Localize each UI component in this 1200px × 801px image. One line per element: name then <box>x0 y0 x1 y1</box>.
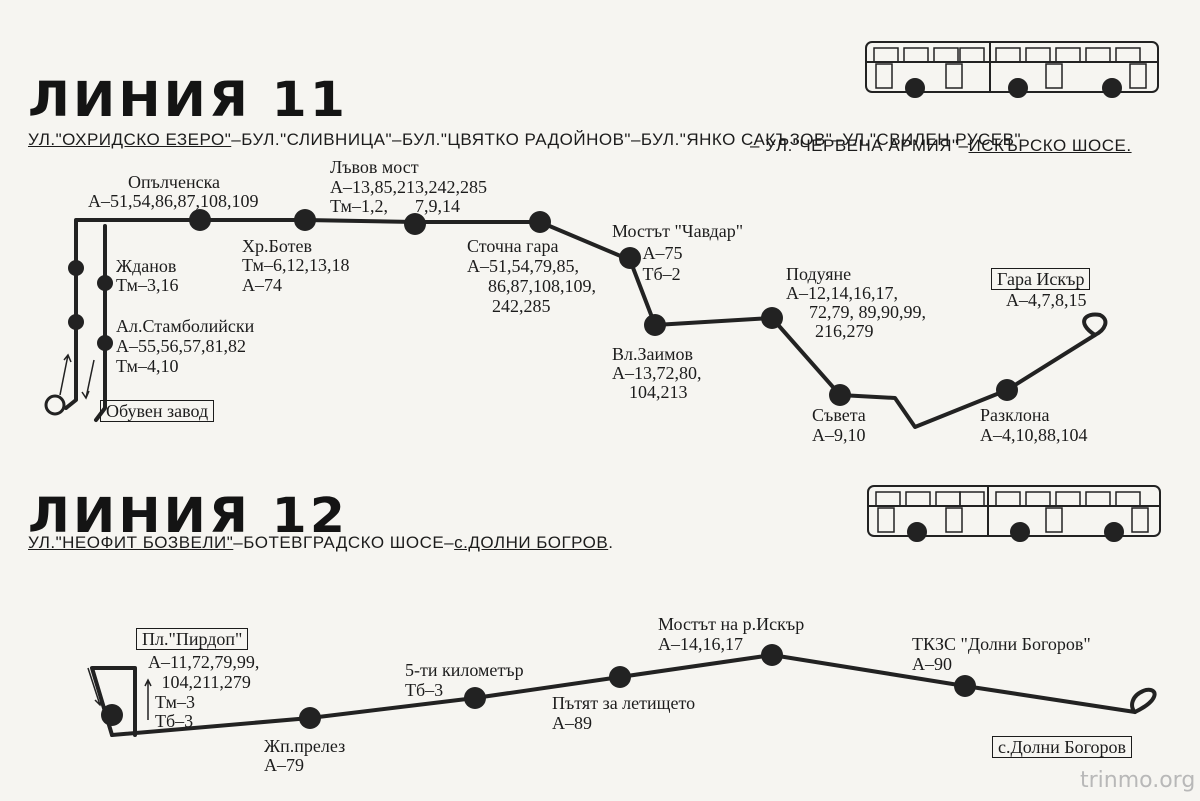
stop-name: 5-ти километър <box>405 660 524 680</box>
stop-routes: Тб–3 <box>155 711 194 731</box>
stop-routes: А–4,10,88,104 <box>980 425 1088 445</box>
stop-routes: Тм–3,16 <box>116 275 179 295</box>
stop-dot-stamboliyski-2 <box>97 335 113 351</box>
street-segment: УЛ."НЕОФИТ БОЗВЕЛИ" <box>28 533 234 552</box>
stop-routes: А–90 <box>912 654 952 674</box>
street-segment: –БОТЕВГРАДСКО ШОСЕ– <box>233 533 455 552</box>
watermark: trinmo.org <box>1080 768 1196 793</box>
stop-dot-opalchenska <box>189 209 211 231</box>
stop-dot-tkzs <box>954 675 976 697</box>
stop-name: Съвета <box>812 405 866 425</box>
arrow-up <box>59 353 72 396</box>
terminus-gara-iskar: Гара Искър <box>991 268 1091 290</box>
stop-name: Разклона <box>980 405 1050 425</box>
stop-routes: 104,213 <box>620 382 688 402</box>
street-segment: ИСКЪРСКО ШОСЕ. <box>968 136 1132 155</box>
stop-routes: А–55,56,57,81,82 <box>116 336 246 356</box>
stop-dot-iskar-bridge <box>761 644 783 666</box>
stop-routes: Тб–3 <box>405 680 444 700</box>
stop-name: Подуяне <box>786 264 852 284</box>
stop-name: Хр.Ботев <box>242 236 312 256</box>
stop-routes: А–4,7,8,15 <box>1006 290 1087 310</box>
stop-dot-zhp-prelez <box>299 707 321 729</box>
terminus-obuven-zavod: Обувен завод <box>100 400 215 422</box>
stop-routes: А–14,16,17 <box>658 634 743 654</box>
stop-name: Пътят за летището <box>552 693 696 713</box>
stop-dot-stochna-gara <box>529 211 551 233</box>
stop-dot-letishte <box>609 666 631 688</box>
stop-routes: А–13,85,213,242,285 <box>330 177 487 197</box>
stop-dot-chavdar <box>619 247 641 269</box>
stop-name: Сточна гара <box>467 236 559 256</box>
stop-name: Лъвов мост <box>330 157 419 177</box>
terminus-dolni-bogrov: с.Долни Богоров <box>992 736 1133 758</box>
terminus-circle <box>44 394 66 416</box>
stop-routes: Тм–6,12,13,18 <box>242 255 350 275</box>
stop-routes: А–75 <box>620 243 683 263</box>
line11-streets-1: УЛ."ОХРИДСКО ЕЗЕРО"–БУЛ."СЛИВНИЦА"–БУЛ."… <box>28 130 1021 150</box>
stop-dot-razklona <box>996 379 1018 401</box>
stop-dot-vl-zaimov <box>644 314 666 336</box>
stop-routes: 242,285 <box>483 296 551 316</box>
bus-icon-line11 <box>865 41 1159 98</box>
stop-dot-stamboliyski <box>68 314 84 330</box>
street-segment: УЛ."ОХРИДСКО ЕЗЕРО" <box>28 130 232 149</box>
stop-dot-lavov-most <box>404 213 426 235</box>
stop-name: Жданов <box>116 256 177 276</box>
stop-dot-5km <box>464 687 486 709</box>
street-segment: с.ДОЛНИ БОГРОВ <box>454 533 609 552</box>
line11-loop <box>1082 312 1108 337</box>
stop-name: ТКЗС "Долни Богоров" <box>912 634 1091 654</box>
line12-left-loop <box>90 666 137 737</box>
stop-dot-zhdanov <box>68 260 84 276</box>
stop-routes: А–12,14,16,17, <box>786 283 898 303</box>
stop-name: Опълченска <box>128 172 221 192</box>
stop-name: Вл.Заимов <box>612 344 694 364</box>
stop-routes: Тб–2 <box>620 264 681 284</box>
stop-routes: А–11,72,79,99, <box>148 652 260 672</box>
stop-routes: А–51,54,86,87,108,109 <box>88 191 259 211</box>
arrow-line12-up <box>144 678 152 720</box>
line11-streets-2: – УЛ."ЧЕРВЕНА АРМИЯ"–ИСКЪРСКО ШОСЕ. <box>750 136 1132 156</box>
terminus-pirdop: Пл."Пирдоп" <box>136 628 249 650</box>
line12-loop <box>1130 687 1157 714</box>
street-segment: . <box>608 533 614 552</box>
arrow-line12-down <box>87 667 103 707</box>
street-segment: – УЛ."ЧЕРВЕНА АРМИЯ"– <box>750 136 969 155</box>
stop-routes: Тм–1,2, 7,9,14 <box>330 196 460 216</box>
line12-title: ЛИНИЯ 12 <box>28 488 349 544</box>
stop-name: Мостът "Чавдар" <box>612 221 744 241</box>
stop-routes: А–51,54,79,85, <box>467 256 579 276</box>
stop-routes: Тм–3 <box>155 692 195 712</box>
stop-routes: А–79 <box>264 755 304 775</box>
stop-routes: А–13,72,80, <box>612 363 702 383</box>
line11-title: ЛИНИЯ 11 <box>28 72 349 128</box>
stop-routes: 72,79, 89,90,99, <box>800 302 926 322</box>
stop-dot-poduyane <box>761 307 783 329</box>
stop-dot-pirdop <box>101 704 123 726</box>
stop-dot-hr-botev <box>294 209 316 231</box>
bus-icon-line12 <box>867 485 1161 542</box>
stop-routes: А–89 <box>552 713 592 733</box>
stop-dot-zhdanov-2 <box>97 275 113 291</box>
stop-routes: 104,211,279 <box>148 672 251 692</box>
arrow-down <box>81 359 95 400</box>
line12-streets: УЛ."НЕОФИТ БОЗВЕЛИ"–БОТЕВГРАДСКО ШОСЕ–с.… <box>28 533 613 553</box>
stop-name: Ал.Стамболийски <box>116 316 255 336</box>
stop-name: Мостът на р.Искър <box>658 614 805 634</box>
street-segment: –БУЛ."СЛИВНИЦА"–БУЛ."ЦВЯТКО РАДОЙНОВ"–БУ… <box>231 130 1022 149</box>
stop-name: Жп.прелез <box>264 736 346 756</box>
stop-routes: А–74 <box>242 275 282 295</box>
stop-routes: 86,87,108,109, <box>479 276 596 296</box>
stop-routes: А–9,10 <box>812 425 866 445</box>
stop-dot-saveta <box>829 384 851 406</box>
stop-routes: Тм–4,10 <box>116 356 179 376</box>
stop-routes: 216,279 <box>806 321 874 341</box>
